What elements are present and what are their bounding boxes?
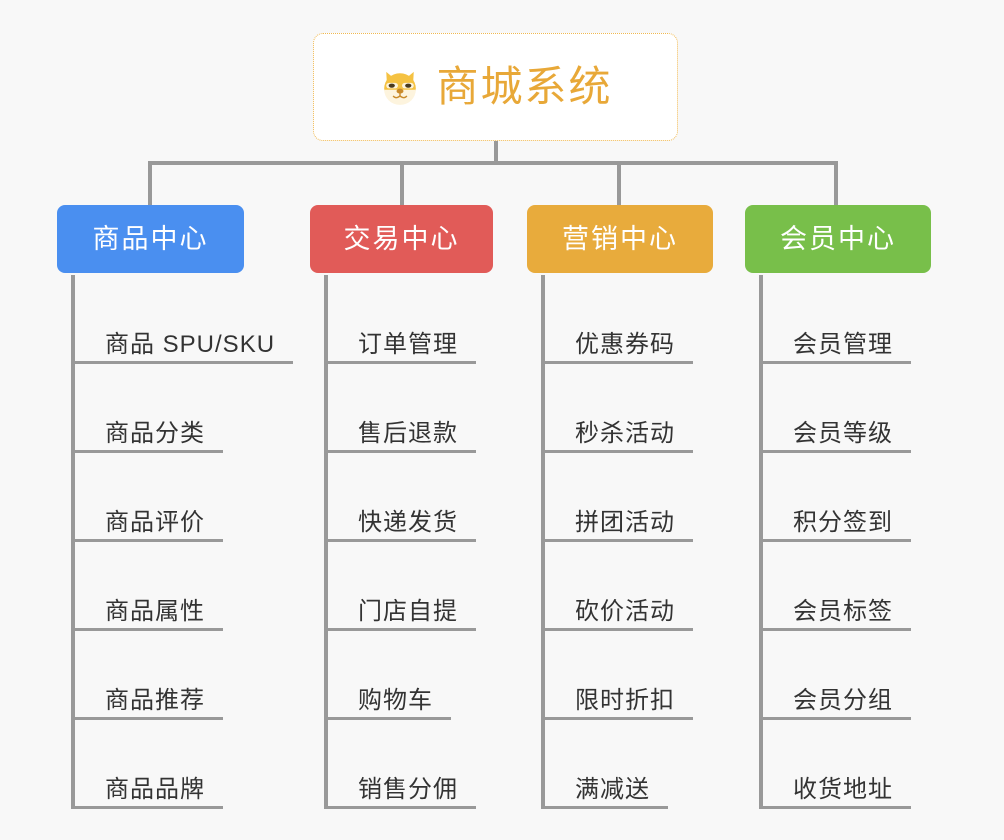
branch-box-0[interactable]: 商品中心 [57,205,244,273]
leaf-underline [541,806,668,809]
leaf-underline [71,539,223,542]
root-title: 商城系统 [436,63,613,110]
leaf-underline [759,539,911,542]
leaf-underline [324,361,476,364]
leaf-underline [541,717,693,720]
leaf-underline [759,806,911,809]
leaf-spine-0 [71,275,75,809]
branch-box-2[interactable]: 营销中心 [527,205,713,273]
list-item[interactable]: 砍价活动 [541,542,693,631]
list-item[interactable]: 收货地址 [759,720,911,809]
leaf-underline [71,628,223,631]
leaf-label: 门店自提 [358,598,458,625]
connector-drop-4 [834,161,838,205]
list-item[interactable]: 会员分组 [759,631,911,720]
leaf-label: 会员管理 [793,331,893,358]
connector-root-stem [494,141,498,165]
list-item[interactable]: 积分签到 [759,453,911,542]
leaf-label: 商品 SPU/SKU [105,331,276,358]
leaf-label: 销售分佣 [358,776,458,803]
branch-label-0: 商品中心 [92,223,209,254]
leaf-spine-3 [759,275,763,809]
leaf-label: 商品品牌 [105,776,205,803]
list-item[interactable]: 会员等级 [759,364,911,453]
leaf-underline [541,450,693,453]
list-item[interactable]: 满减送 [541,720,668,809]
list-item[interactable]: 快递发货 [324,453,476,542]
leaf-underline [71,717,223,720]
list-item[interactable]: 商品推荐 [71,631,223,720]
leaf-label: 限时折扣 [575,687,675,714]
leaf-underline [324,806,476,809]
leaf-underline [759,628,911,631]
leaf-label: 售后退款 [358,420,458,447]
leaf-underline [759,717,911,720]
connector-drop-1 [148,161,152,205]
root-node[interactable]: 商城系统 [313,33,678,141]
leaf-label: 秒杀活动 [575,420,675,447]
leaf-label: 商品推荐 [105,687,205,714]
leaf-underline [324,539,476,542]
list-item[interactable]: 优惠券码 [541,275,693,364]
leaf-label: 购物车 [358,687,433,714]
leaf-label: 收货地址 [793,776,893,803]
list-item[interactable]: 门店自提 [324,542,476,631]
leaf-label: 会员分组 [793,687,893,714]
connector-drop-2 [400,161,404,205]
list-item[interactable]: 会员标签 [759,542,911,631]
leaf-underline [541,361,693,364]
leaf-underline [324,628,476,631]
leaf-label: 订单管理 [358,331,458,358]
list-item[interactable]: 售后退款 [324,364,476,453]
leaf-label: 会员等级 [793,420,893,447]
list-item[interactable]: 商品属性 [71,542,223,631]
list-item[interactable]: 商品分类 [71,364,223,453]
list-item[interactable]: 购物车 [324,631,451,720]
list-item[interactable]: 订单管理 [324,275,476,364]
leaf-label: 拼团活动 [575,509,675,536]
list-item[interactable]: 商品 SPU/SKU [71,275,294,364]
leaf-label: 会员标签 [793,598,893,625]
leaf-underline [759,450,911,453]
list-item[interactable]: 秒杀活动 [541,364,693,453]
connector-horizontal-bar [148,161,838,165]
leaf-label: 商品属性 [105,598,205,625]
leaf-underline [324,450,476,453]
leaf-underline [541,539,693,542]
leaf-label: 优惠券码 [575,331,675,358]
list-item[interactable]: 商品品牌 [71,720,223,809]
leaf-label: 商品分类 [105,420,205,447]
branch-label-1: 交易中心 [343,223,460,254]
list-item[interactable]: 限时折扣 [541,631,693,720]
list-item[interactable]: 会员管理 [759,275,911,364]
branch-box-3[interactable]: 会员中心 [745,205,931,273]
list-item[interactable]: 销售分佣 [324,720,476,809]
leaf-spine-2 [541,275,545,809]
dog-face-icon [378,65,422,109]
leaf-label: 快递发货 [358,509,458,536]
leaf-label: 积分签到 [793,509,893,536]
leaf-label: 满减送 [575,776,650,803]
list-item[interactable]: 商品评价 [71,453,223,542]
leaf-underline [541,628,693,631]
leaf-label: 砍价活动 [575,598,675,625]
leaf-underline [759,361,911,364]
leaf-spine-1 [324,275,328,809]
leaf-underline [324,717,451,720]
leaf-label: 商品评价 [105,509,205,536]
list-item[interactable]: 拼团活动 [541,453,693,542]
leaf-underline [71,361,294,364]
branch-label-3: 会员中心 [780,223,896,254]
leaf-underline [71,450,223,453]
branch-label-2: 营销中心 [562,223,678,254]
branch-box-1[interactable]: 交易中心 [310,205,493,273]
leaf-underline [71,806,223,809]
connector-drop-3 [617,161,621,205]
